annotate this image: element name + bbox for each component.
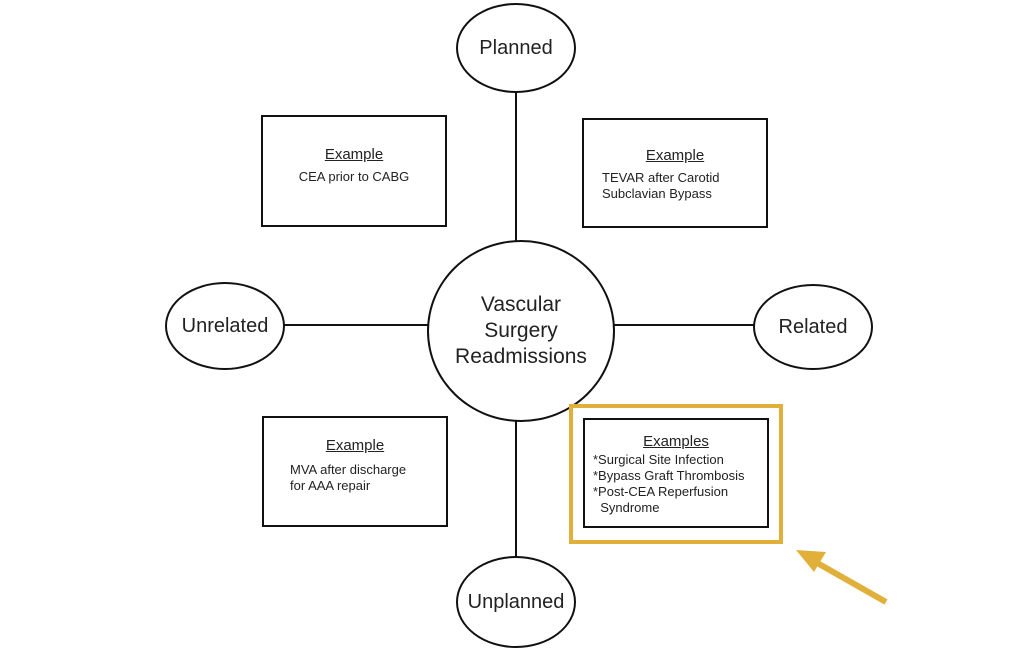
node-unplanned-label: Unplanned [467,590,565,613]
node-unrelated: Unrelated [165,282,285,370]
box-line: Subclavian Bypass [602,186,712,201]
box-heading: Example [325,437,385,454]
box-heading: Examples [643,433,709,450]
center-line-3: Readmissions [455,345,587,368]
box-line: CEA prior to CABG [298,169,410,184]
box-line: for AAA repair [290,478,371,493]
center-node: Vascular Surgery Readmissions [427,240,615,422]
node-related-label: Related [778,315,848,338]
example-box-top-left: Example CEA prior to CABG [261,115,447,227]
example-box-bottom-right: Examples *Surgical Site Infection *Bypas… [583,418,769,528]
node-related: Related [753,284,873,370]
box-line: *Surgical Site Infection [593,452,724,467]
arrow-up-left-icon [796,550,888,605]
box-line: *Post-CEA Reperfusion [593,484,729,499]
box-line: MVA after discharge [290,462,407,477]
example-box-bottom-left: Example MVA after discharge for AAA repa… [262,416,448,527]
example-box-top-right: Example TEVAR after Carotid Subclavian B… [582,118,768,228]
node-unrelated-label: Unrelated [181,314,269,337]
box-line: *Bypass Graft Thrombosis [593,468,745,483]
box-line: Syndrome [593,500,660,515]
node-unplanned: Unplanned [456,556,576,648]
box-line: TEVAR after Carotid [602,170,720,185]
box-heading: Example [324,146,384,163]
box-heading: Example [645,147,705,164]
node-planned-label: Planned [479,36,553,59]
center-line-1: Vascular [480,293,562,316]
center-line-2: Surgery [484,319,558,342]
node-planned: Planned [456,3,576,93]
highlight-frame [569,404,783,544]
